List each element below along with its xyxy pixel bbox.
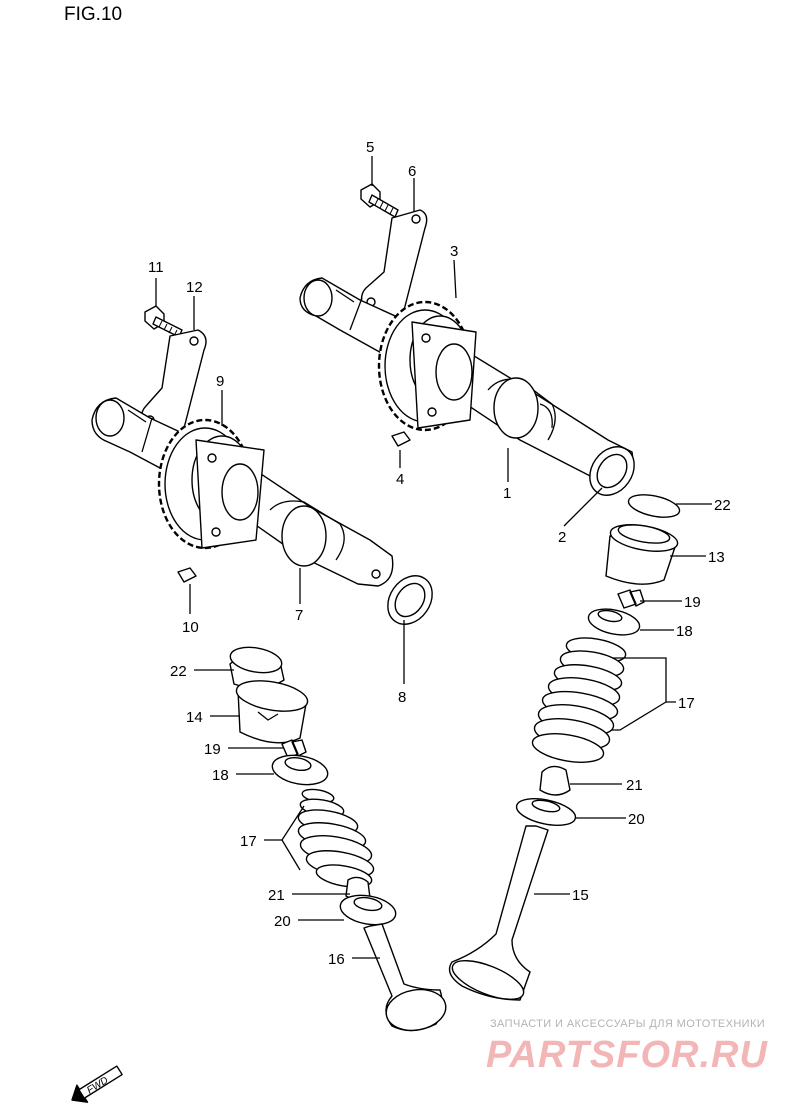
forward-direction-arrow: FWD bbox=[71, 1065, 123, 1103]
valve-springs-17-right bbox=[531, 637, 627, 763]
callout-21-right: 21 bbox=[626, 777, 643, 794]
dowel-pin-4 bbox=[391, 431, 411, 447]
callout-22-right: 22 bbox=[714, 497, 731, 514]
callout-22-left: 22 bbox=[170, 663, 187, 680]
stem-seal-21-right bbox=[539, 765, 571, 796]
callout-20-left: 20 bbox=[274, 913, 291, 930]
right-valve-train bbox=[448, 494, 681, 1001]
callout-12: 12 bbox=[186, 279, 203, 296]
valve-springs-17-left bbox=[297, 788, 375, 888]
spring-seat-20-right bbox=[515, 798, 577, 826]
valve-lifter-13 bbox=[605, 524, 679, 585]
callout-4: 4 bbox=[396, 471, 404, 488]
callout-15: 15 bbox=[572, 887, 589, 904]
callout-8: 8 bbox=[398, 689, 406, 706]
callout-17-left: 17 bbox=[240, 833, 257, 850]
spring-retainer-18-left bbox=[271, 754, 329, 786]
callout-1: 1 bbox=[503, 485, 511, 502]
spring-retainer-18-right bbox=[587, 608, 641, 636]
cam-sprocket-3 bbox=[377, 300, 477, 432]
callout-19-left: 19 bbox=[204, 741, 221, 758]
thrust-washer-8 bbox=[387, 575, 433, 625]
callout-13: 13 bbox=[708, 549, 725, 566]
cam-sprocket-9 bbox=[157, 418, 265, 550]
figure-title: FIG.10 bbox=[64, 4, 122, 25]
watermark-logo: PARTSFOR.RU bbox=[486, 1034, 768, 1076]
callout-18-right: 18 bbox=[676, 623, 693, 640]
callout-5: 5 bbox=[366, 139, 374, 156]
callout-18-left: 18 bbox=[212, 767, 229, 784]
callout-9: 9 bbox=[216, 373, 224, 390]
spring-seat-20-left bbox=[339, 894, 397, 926]
watermark-tagline: ЗАПЧАСТИ И АКСЕССУАРЫ ДЛЯ МОТОТЕХНИКИ bbox=[490, 1018, 766, 1030]
bolt-5 bbox=[360, 183, 399, 218]
callout-3: 3 bbox=[450, 243, 458, 260]
valve-lifter-14 bbox=[235, 680, 309, 744]
valve-15 bbox=[448, 825, 549, 1001]
valve-shim-22-right bbox=[627, 494, 681, 518]
callout-labels: 5 6 3 4 1 2 22 13 19 18 17 21 20 15 11 1… bbox=[148, 139, 731, 968]
callout-2: 2 bbox=[558, 529, 566, 546]
callout-21-left: 21 bbox=[268, 887, 285, 904]
callout-19-right: 19 bbox=[684, 594, 701, 611]
callout-11: 11 bbox=[148, 259, 164, 276]
intake-camshaft-assembly bbox=[91, 305, 433, 625]
callout-10: 10 bbox=[182, 619, 199, 636]
callout-20-right: 20 bbox=[628, 811, 645, 828]
dowel-pin-10 bbox=[177, 567, 197, 583]
callout-14: 14 bbox=[186, 709, 203, 726]
exhaust-camshaft-assembly bbox=[299, 183, 635, 496]
bolt-11 bbox=[144, 305, 183, 338]
callout-7: 7 bbox=[295, 607, 303, 624]
valve-cotter-19-left bbox=[281, 739, 307, 759]
left-valve-train bbox=[229, 646, 447, 1032]
callout-6: 6 bbox=[408, 163, 416, 180]
valve-cotter-19-right bbox=[617, 589, 645, 609]
thrust-washer-2 bbox=[589, 446, 635, 496]
callout-17-right: 17 bbox=[678, 695, 695, 712]
callout-16: 16 bbox=[328, 951, 345, 968]
leader-lines bbox=[155, 156, 712, 959]
